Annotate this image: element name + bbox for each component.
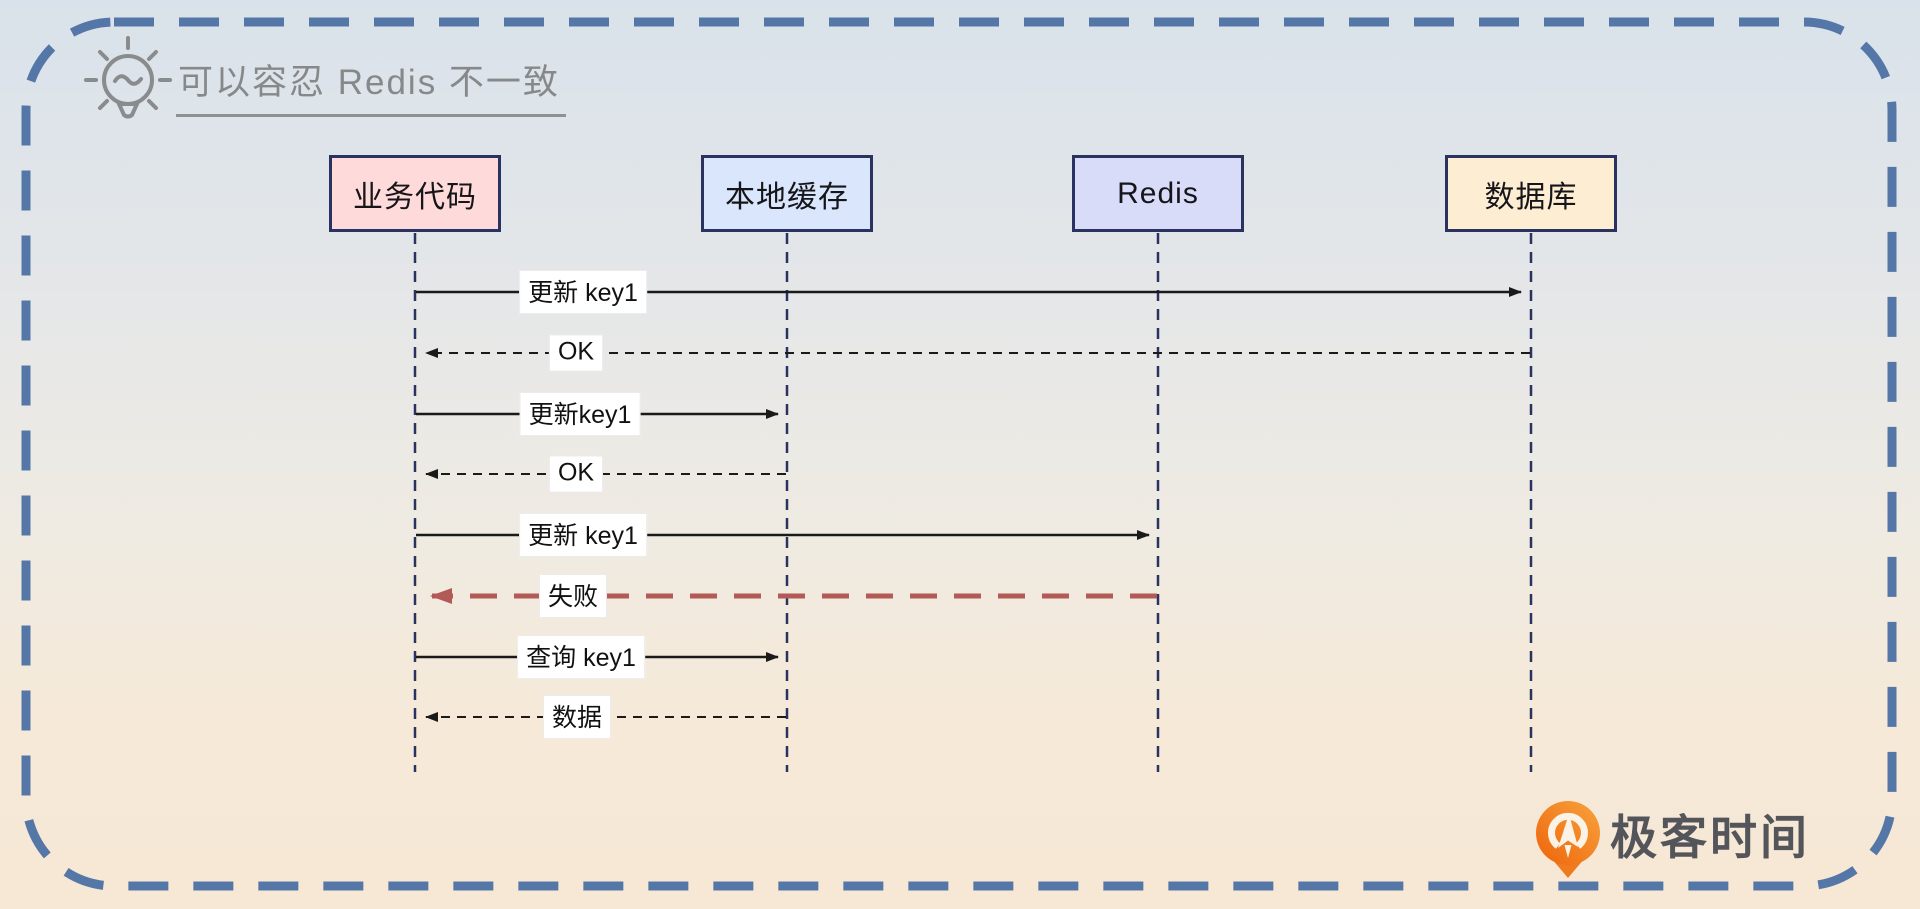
message-label-query-key1: 查询 key1 [517,635,645,679]
message-label-fail: 失败 [538,574,608,618]
actor-label: Redis [1117,176,1199,210]
dashed-frame-border [21,17,1897,891]
geektime-pin-icon [1536,801,1600,878]
message-label-update-key1-cache: 更新key1 [519,392,641,436]
actor-box-local-cache: 本地缓存 [701,155,873,232]
actor-box-database: 数据库 [1445,155,1617,232]
message-label-ok-db: OK [548,334,604,372]
page-title: 可以容忍 Redis 不一致 [176,54,566,117]
actor-box-business-code: 业务代码 [329,155,501,232]
message-label-update-key1-db: 更新 key1 [519,270,647,314]
actor-label: 数据库 [1484,180,1578,214]
actor-label: 业务代码 [353,180,477,214]
message-label-data: 数据 [542,695,612,739]
message-label-ok-cache: OK [548,455,604,493]
geektime-logo-text: 极客时间 [1610,811,1810,864]
lightbulb-icon [84,36,172,119]
actor-box-redis: Redis [1072,155,1244,232]
message-label-update-key1-redis: 更新 key1 [519,513,647,557]
actor-label: 本地缓存 [725,180,849,214]
